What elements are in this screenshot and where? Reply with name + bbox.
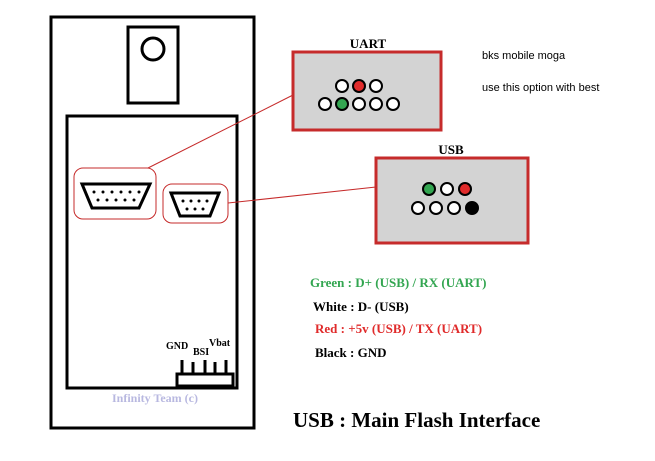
- footer-title: USB : Main Flash Interface: [293, 408, 540, 432]
- usb-top-pin-green: [422, 182, 436, 196]
- usb-title: USB: [438, 142, 464, 157]
- uart-leader-line: [147, 94, 294, 169]
- pin-label-vbat: Vbat: [209, 338, 231, 349]
- camera-housing: [126, 25, 180, 105]
- battery-pin-header: [175, 360, 235, 388]
- legend-red: Red : +5v (USB) / TX (UART): [315, 321, 482, 336]
- camera-lens: [140, 36, 166, 62]
- usb-port: [168, 191, 222, 218]
- uart-bottom-pin-white: [318, 97, 332, 111]
- usb-pinout-box: [374, 156, 530, 245]
- uart-title: UART: [350, 36, 387, 51]
- pin-label-bsi: BSI: [193, 347, 209, 358]
- legend-black: Black : GND: [315, 345, 387, 360]
- usb-bottom-pin-white: [411, 201, 425, 215]
- pin-label-gnd: GND: [166, 341, 188, 352]
- usb-bottom-pin-white: [429, 201, 443, 215]
- uart-connector-highlight: [73, 167, 157, 220]
- uart-port-pins: [92, 190, 141, 202]
- uart-top-pin-white: [369, 79, 383, 93]
- phone-body: [49, 15, 256, 430]
- usb-bottom-pin-black: [465, 201, 479, 215]
- uart-top-pin-white: [335, 79, 349, 93]
- uart-pinout-box: [291, 50, 443, 132]
- uart-bottom-pin-white: [369, 97, 383, 111]
- credit-text: Infinity Team (c): [112, 391, 198, 405]
- legend-green: Green : D+ (USB) / RX (UART): [310, 275, 486, 290]
- note-line-1: bks mobile moga: [482, 50, 566, 62]
- uart-pin-group: [318, 79, 400, 111]
- usb-top-pin-white: [440, 182, 454, 196]
- usb-connector-highlight: [162, 183, 229, 224]
- note-line-2: use this option with best: [482, 82, 599, 94]
- usb-bottom-pin-white: [447, 201, 461, 215]
- uart-bottom-pin-white: [352, 97, 366, 111]
- uart-port: [79, 182, 153, 210]
- usb-leader-line: [227, 186, 377, 204]
- legend-white: White : D- (USB): [313, 299, 409, 314]
- inner-board: [65, 114, 239, 390]
- usb-pin-group: [411, 182, 479, 215]
- usb-top-pin-red: [458, 182, 472, 196]
- uart-top-pin-red: [352, 79, 366, 93]
- uart-bottom-pin-green: [335, 97, 349, 111]
- uart-bottom-pin-white: [386, 97, 400, 111]
- usb-port-pins: [181, 199, 209, 211]
